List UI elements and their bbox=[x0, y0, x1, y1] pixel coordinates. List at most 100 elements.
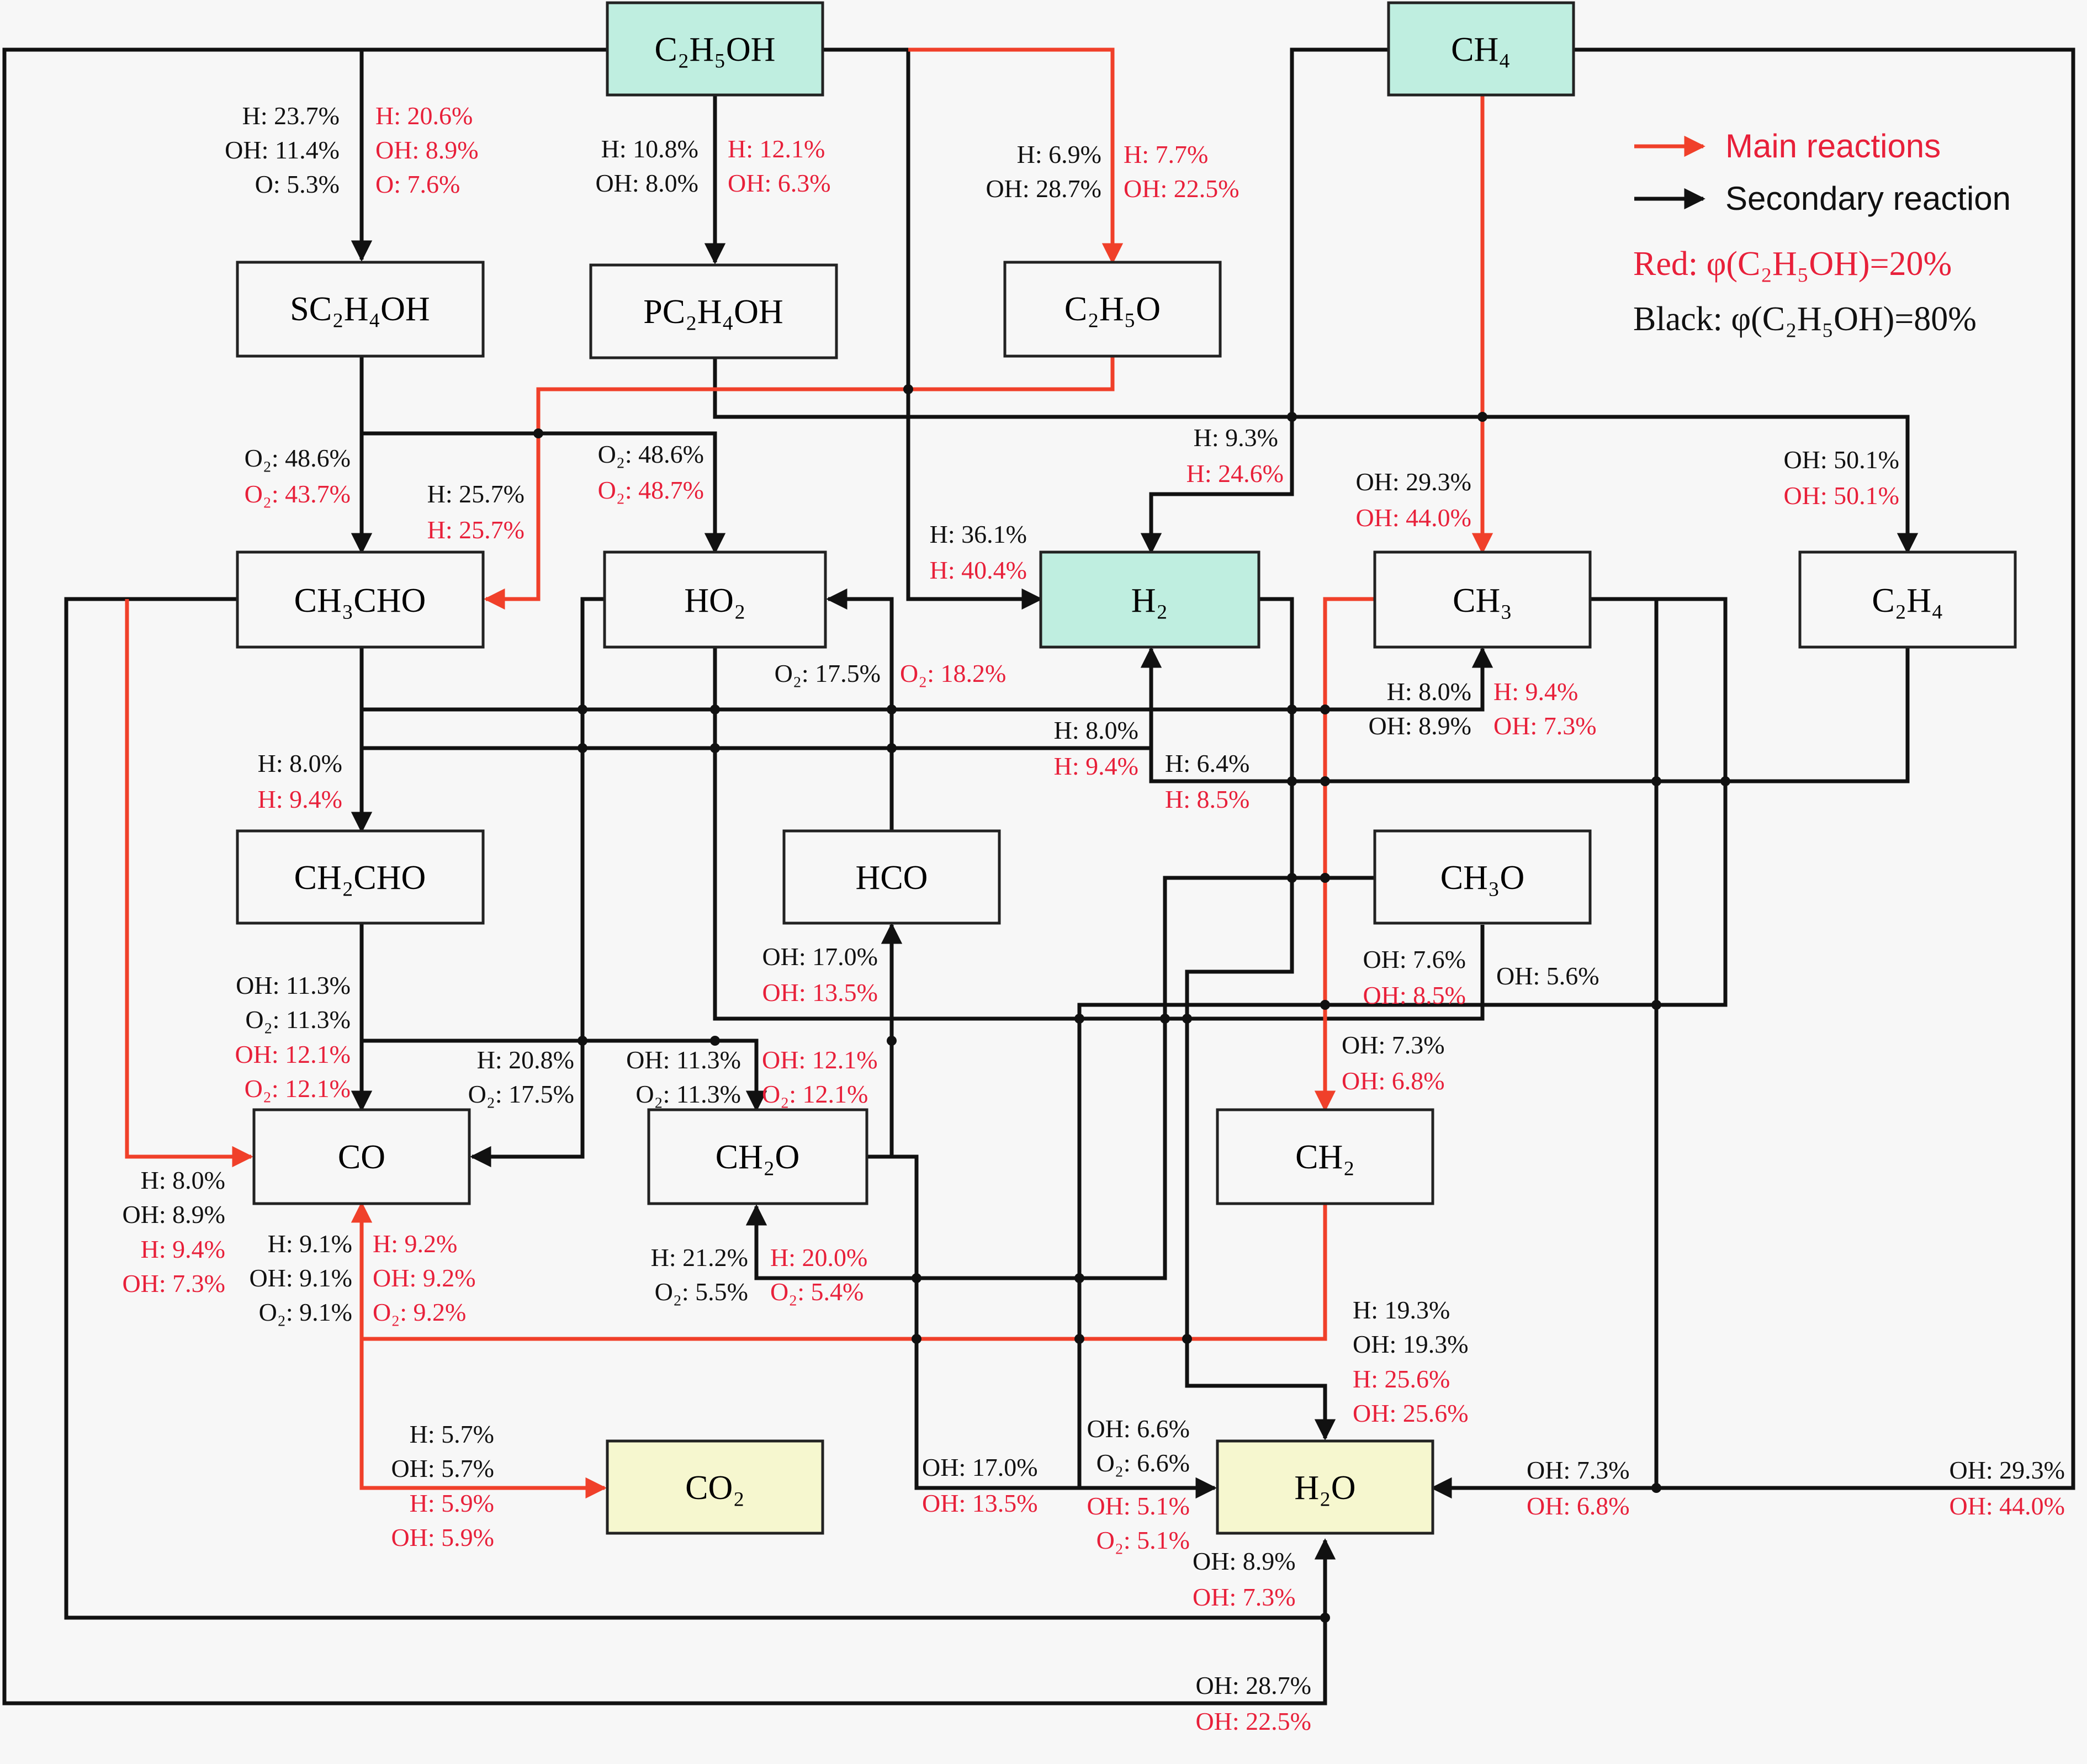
svg-text:H₂O: H₂O bbox=[1294, 1469, 1355, 1507]
svg-text:HO₂: HO₂ bbox=[684, 582, 745, 619]
rate-label-l46-2: OH: 9.2% bbox=[373, 1264, 476, 1292]
secondary-pathways bbox=[2, 47, 2075, 1705]
rate-label-l57-1: OH: 8.9% bbox=[1193, 1547, 1296, 1575]
rate-label-l60-1: OH: 6.8% bbox=[1527, 1492, 1630, 1520]
edge-ch2o-h2o bbox=[867, 1154, 1217, 1499]
rate-label-l20-1: H: 40.4% bbox=[930, 556, 1027, 584]
node-sc2h4oh: SC₂H₄OH bbox=[236, 261, 485, 358]
rate-label-l17-1: OH: 50.1% bbox=[1783, 446, 1899, 474]
edge-ch3cho-h2o bbox=[64, 597, 1325, 1620]
rate-label-l27-1: H: 8.0% bbox=[1054, 716, 1138, 744]
edge-ho2-co bbox=[470, 597, 605, 1168]
rate-label-l46-1: H: 9.2% bbox=[373, 1230, 457, 1258]
edge-co-co2 bbox=[359, 1339, 607, 1499]
rate-label-l45-1: H: 9.1% bbox=[268, 1230, 352, 1258]
svg-text:SC₂H₄OH: SC₂H₄OH bbox=[290, 290, 430, 328]
rate-label-l01-3: O: 5.3% bbox=[255, 170, 340, 198]
node-co: CO bbox=[252, 1108, 471, 1205]
svg-text:CO: CO bbox=[338, 1138, 385, 1176]
svg-text:CH₄: CH₄ bbox=[1451, 31, 1511, 68]
rate-label-l39-1: OH: 11.3% bbox=[626, 1046, 741, 1074]
rate-label-l58-1: OH: 7.3% bbox=[1193, 1583, 1296, 1611]
rate-label-l01-2: OH: 11.4% bbox=[225, 136, 340, 164]
rate-label-l38-2: O₂: 17.5% bbox=[468, 1080, 574, 1108]
edge-h2-h2o bbox=[1185, 597, 1336, 1440]
legend-main-label: Main reactions bbox=[1725, 128, 1941, 165]
rate-label-l48-1: H: 20.0% bbox=[770, 1243, 867, 1272]
node-ch2cho: CH₂CHO bbox=[236, 829, 485, 925]
svg-text:HCO: HCO bbox=[856, 859, 928, 897]
rate-label-l63-1: OH: 28.7% bbox=[1195, 1671, 1311, 1699]
rate-label-l59-1: OH: 7.3% bbox=[1527, 1456, 1630, 1484]
node-ch2o: CH₂O bbox=[647, 1108, 868, 1205]
rate-label-l30-1: H: 8.5% bbox=[1165, 785, 1249, 813]
legend-secondary-label: Secondary reaction bbox=[1725, 180, 2011, 217]
rate-label-l26-1: H: 9.4% bbox=[1493, 677, 1578, 706]
edge-ch3cho-h2 bbox=[362, 647, 1162, 750]
edge-sc2h4oh-ho2 bbox=[362, 431, 726, 554]
node-ch2: CH₂ bbox=[1216, 1108, 1434, 1205]
node-ch4: CH₄ bbox=[1387, 1, 1575, 97]
rate-label-l52-1: H: 5.9% bbox=[410, 1489, 494, 1517]
node-ch3o: CH₃O bbox=[1373, 829, 1592, 925]
rate-label-l05-2: OH: 28.7% bbox=[986, 174, 1101, 203]
rate-label-l51-2: OH: 5.7% bbox=[391, 1454, 494, 1482]
rate-label-l25-1: H: 8.0% bbox=[1387, 677, 1471, 706]
rate-label-l31-1: OH: 11.3% bbox=[236, 971, 351, 999]
rate-label-l64-1: OH: 22.5% bbox=[1195, 1707, 1311, 1735]
rate-label-l37-1: OH: 5.6% bbox=[1496, 962, 1599, 990]
rate-label-l55-1: OH: 6.6% bbox=[1087, 1415, 1190, 1443]
rate-label-l44-2: OH: 7.3% bbox=[122, 1269, 225, 1297]
rate-label-l50-2: OH: 25.6% bbox=[1353, 1399, 1469, 1427]
svg-text:CH₂O: CH₂O bbox=[716, 1138, 800, 1176]
rate-label-l23-1: H: 8.0% bbox=[258, 749, 342, 777]
svg-text:CH₂: CH₂ bbox=[1295, 1138, 1355, 1176]
rate-label-l42-1: OH: 6.8% bbox=[1342, 1067, 1445, 1095]
rate-label-l29-1: H: 6.4% bbox=[1165, 749, 1249, 777]
edge-c2h5o-ch3cho bbox=[484, 356, 1115, 610]
rate-label-l12-1: O₂: 48.7% bbox=[598, 476, 704, 504]
rate-label-l22-1: O₂: 18.2% bbox=[900, 659, 1006, 687]
node-ho2: HO₂ bbox=[603, 550, 827, 649]
rate-label-l32-1: OH: 12.1% bbox=[235, 1040, 351, 1068]
edge-hco-ho2 bbox=[826, 588, 894, 831]
rate-label-l39-2: O₂: 11.3% bbox=[635, 1080, 741, 1108]
rate-label-l45-2: OH: 9.1% bbox=[249, 1264, 352, 1292]
rate-label-l08-1: O₂: 43.7% bbox=[245, 480, 351, 508]
rate-label-l43-1: H: 8.0% bbox=[141, 1166, 225, 1194]
rate-label-l13-1: H: 9.3% bbox=[1194, 423, 1278, 452]
edge-c2h5oh-c2h5o bbox=[908, 47, 1124, 264]
svg-text:H₂: H₂ bbox=[1131, 582, 1168, 619]
edge-c2h4-h2 bbox=[1149, 647, 1910, 783]
svg-text:C₂H₅OH: C₂H₅OH bbox=[655, 31, 776, 68]
rate-label-l44-1: H: 9.4% bbox=[141, 1235, 225, 1263]
svg-text:CH₃O: CH₃O bbox=[1440, 859, 1525, 897]
rate-label-l28-1: H: 9.4% bbox=[1054, 752, 1138, 780]
edge-ch3cho-co bbox=[125, 599, 253, 1168]
rate-label-l31-2: O₂: 11.3% bbox=[245, 1005, 351, 1034]
svg-text:CH₃: CH₃ bbox=[1453, 582, 1512, 619]
rate-label-l48-2: O₂: 5.4% bbox=[770, 1278, 864, 1306]
rate-label-l43-2: OH: 8.9% bbox=[122, 1200, 225, 1228]
edge-ch4-h2o bbox=[1431, 47, 2075, 1499]
svg-text:CH₃CHO: CH₃CHO bbox=[294, 582, 426, 619]
rate-label-l04-1: H: 12.1% bbox=[728, 135, 825, 163]
rate-label-l46-3: O₂: 9.2% bbox=[373, 1298, 466, 1326]
legend-red-condition: Red: φ(C₂H₅OH)=20% bbox=[1633, 245, 1952, 283]
rate-label-l06-1: H: 7.7% bbox=[1124, 140, 1208, 168]
edge-pc2h4oh-c2h4 bbox=[713, 356, 1919, 554]
rate-label-l33-1: OH: 17.0% bbox=[762, 942, 878, 971]
rate-label-l38-1: H: 20.8% bbox=[477, 1046, 574, 1074]
node-pc2h4oh: PC₂H₄OH bbox=[589, 263, 838, 359]
rate-label-l02-1: H: 20.6% bbox=[375, 102, 473, 130]
rate-label-l10-1: H: 25.7% bbox=[427, 516, 525, 544]
svg-text:PC₂H₄OH: PC₂H₄OH bbox=[643, 293, 783, 331]
rate-label-l36-1: OH: 8.5% bbox=[1363, 981, 1466, 1009]
rate-label-l06-2: OH: 22.5% bbox=[1124, 174, 1240, 203]
rate-label-l52-2: OH: 5.9% bbox=[391, 1523, 494, 1551]
rate-label-l09-1: H: 25.7% bbox=[427, 480, 525, 508]
node-h2: H₂ bbox=[1039, 550, 1260, 649]
rate-label-l26-2: OH: 7.3% bbox=[1493, 712, 1597, 740]
junction-dots bbox=[533, 384, 1730, 1623]
